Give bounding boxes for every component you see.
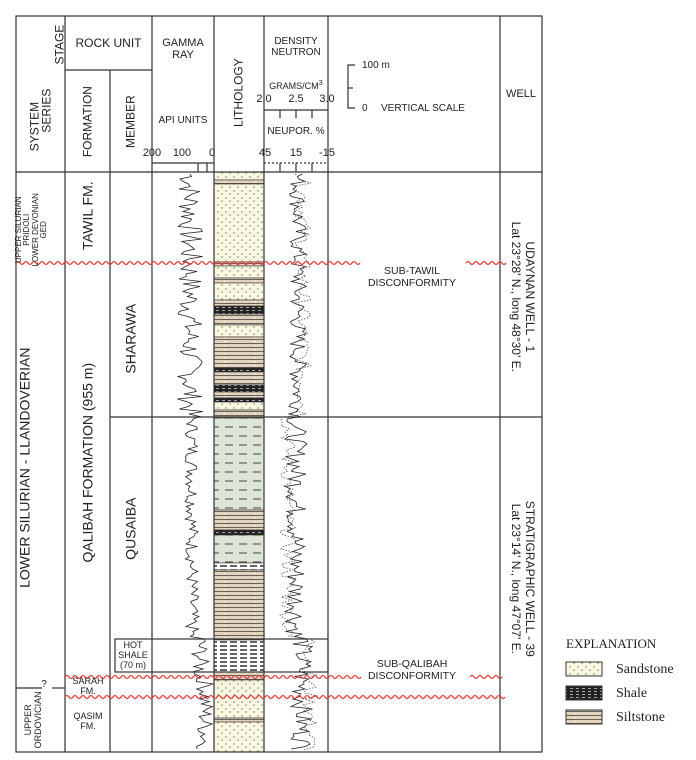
bed-sand	[213, 324, 265, 338]
explanation-title: EXPLANATION	[566, 636, 657, 651]
bed-silt	[213, 371, 265, 386]
gamma-tick-0: 0	[208, 147, 216, 159]
bed-sand	[213, 183, 265, 263]
bed-silt	[213, 299, 265, 307]
bed-dark	[213, 367, 265, 373]
system-boundary-question: ?	[41, 679, 47, 690]
bed-silt	[213, 509, 265, 531]
header-density-neutron: DENSITY NEUTRON	[271, 36, 321, 58]
sub-tawil-wave	[15, 260, 361, 266]
strat-well-name: STRATIGRAPHIC WELL - 39	[522, 500, 537, 657]
system-upper-ordovician: UPPER ORDOVICIAN	[23, 691, 43, 749]
column-grid	[15, 15, 543, 753]
neutron-tick-15: 15	[289, 147, 303, 159]
system-lower-silurian: LOWER SILURIAN - LLANDOVERIAN	[16, 347, 33, 588]
header-formation: FORMATION	[80, 86, 95, 158]
bed-dark	[213, 305, 265, 315]
header-neupor: NEUPOR. %	[267, 126, 325, 137]
grams-exponent: 3	[318, 78, 323, 87]
legend-shale: Shale	[616, 686, 648, 701]
neutron-tick-45: 45	[258, 147, 272, 159]
bed-silt	[213, 717, 265, 723]
formation-tawil: TAWIL FM.	[79, 181, 96, 251]
bed-green	[213, 417, 265, 511]
header-gamma-ray: GAMMA RAY	[162, 37, 204, 62]
density-curve	[283, 173, 314, 750]
sub-qalibah-wave-right	[469, 674, 503, 680]
sub-tawil-disconformity-label: SUB-TAWIL DISCONFORMITY	[367, 265, 457, 289]
lithology-column	[213, 171, 265, 753]
header-rock-unit: ROCK UNIT	[75, 36, 142, 50]
member-qusaiba: QUSAIBA	[122, 497, 139, 560]
bed-green	[213, 534, 265, 564]
gamma-tick-100: 100	[172, 147, 192, 159]
header-grams: GRAMS/CM3	[265, 78, 327, 92]
formation-qalibah: QALIBAH FORMATION (955 m)	[79, 362, 96, 563]
bed-silt	[213, 179, 265, 185]
bed-sand	[213, 171, 265, 181]
explanation-swatches	[565, 661, 603, 725]
bed-shale	[213, 562, 265, 571]
bed-sand	[213, 282, 265, 301]
udaynan-well-location: Lat 23°28' N., long 48°30' E.	[509, 221, 523, 372]
bed-sand	[213, 721, 265, 753]
bed-dark	[213, 384, 265, 393]
member-hot-shale: HOT SHALE (70 m)	[118, 640, 148, 670]
header-member: MEMBER	[123, 95, 138, 148]
legend-sandstone: Sandstone	[616, 662, 674, 677]
neutron-curve	[279, 173, 319, 751]
density-tick-3.0: 3.0	[319, 93, 335, 105]
bed-silt	[213, 313, 265, 326]
scale-top-label: 100 m	[362, 60, 390, 71]
bed-silt	[213, 277, 265, 284]
sub-tawil-wave-right	[465, 260, 507, 266]
density-tick-2.5: 2.5	[288, 93, 304, 105]
scale-bottom-label: 0	[362, 103, 368, 114]
formation-sarah: SARAH FM.	[72, 676, 104, 696]
sarah-qasim-wave	[64, 694, 506, 700]
bed-shale	[213, 639, 265, 673]
vertical-scale-label: VERTICAL SCALE	[381, 103, 465, 114]
udaynan-well-name: UDAYNAN WELL - 1	[522, 241, 537, 353]
disconformity-lines	[15, 260, 507, 700]
formation-qasim: QASIM FM.	[73, 711, 103, 731]
sub-qalibah-wave	[64, 674, 362, 680]
ged-label: GED	[39, 221, 49, 239]
density-tick-2.0: 2.0	[256, 93, 272, 105]
bed-dark	[213, 529, 265, 536]
gamma-ray-curve	[177, 173, 214, 750]
sub-qalibah-disconformity-label: SUB-QALIBAH DISCONFORMITY	[367, 658, 457, 682]
bed-sand	[213, 401, 265, 411]
grams-label: GRAMS/CM	[269, 81, 319, 91]
legend-siltstone: Siltstone	[616, 710, 666, 725]
header-series: SERIES	[39, 88, 54, 133]
bed-dark	[213, 397, 265, 403]
header-api-units: API UNITS	[158, 115, 208, 126]
bed-silt	[213, 391, 265, 399]
bed-silt	[213, 336, 265, 369]
bed-sand	[213, 265, 265, 279]
strat-well-location: Lat 23°14' N., long 47°07' E.	[509, 503, 523, 654]
neutron-tick--15: -15	[319, 147, 335, 159]
gamma-tick-200: 200	[142, 147, 162, 159]
bed-silt	[213, 569, 265, 641]
header-well: WELL	[506, 88, 536, 100]
well-log-curves	[177, 173, 319, 751]
member-sharawa: SHARAWA	[122, 303, 139, 374]
header-lithology: LITHOLOGY	[231, 58, 246, 127]
